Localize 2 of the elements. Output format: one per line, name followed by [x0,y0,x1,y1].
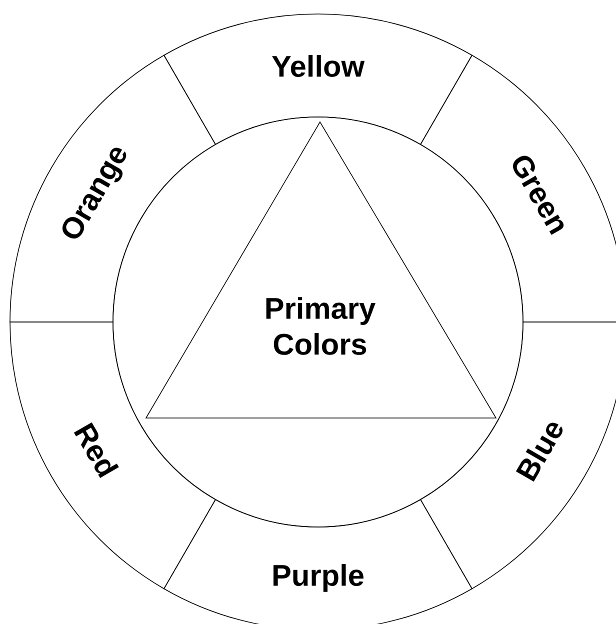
ring-segment: Purple [164,499,472,624]
ring-segment: Yellow [164,14,472,145]
